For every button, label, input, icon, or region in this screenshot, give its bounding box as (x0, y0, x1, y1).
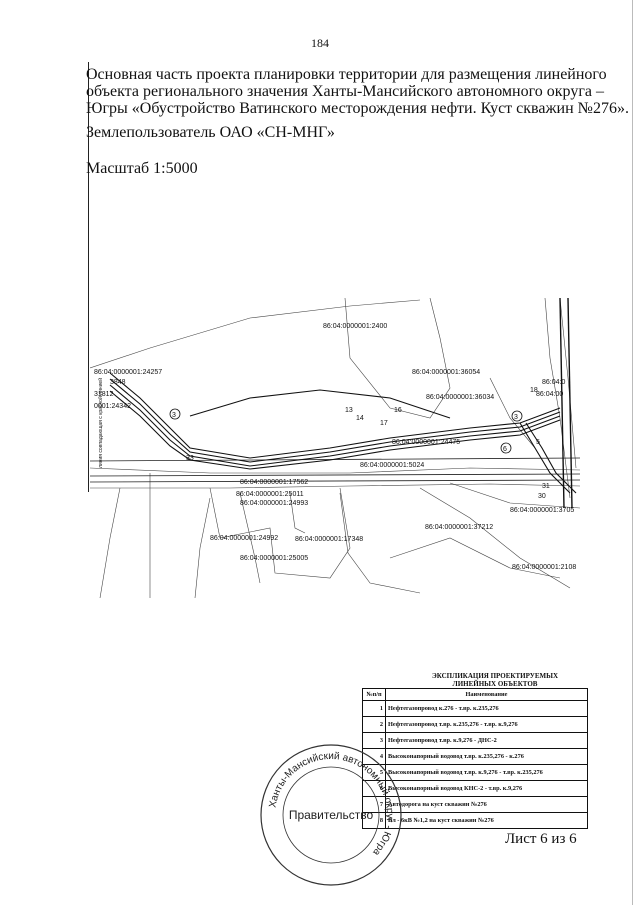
parcel-label: 86:04:0000001:2108 (512, 564, 576, 571)
parcel-label: 86:04:0000001:2400 (323, 323, 387, 330)
legend-caption-line-1: ЭКСПЛИКАЦИЯ ПРОЕКТИРУЕМЫХ (431, 672, 559, 680)
legend-row-name: Высоконапорный водовод т.вр. к.9,276 - т… (385, 764, 588, 781)
object-number: 16 (394, 407, 402, 414)
government-seal: Ханты-Мансийский автономный округ - Югра… (260, 744, 402, 886)
road-band (90, 457, 580, 483)
legend-row-name: Нефтегазопровод к.276 - т.вр. к.235,276 (385, 700, 588, 717)
object-number: 5 (536, 439, 540, 446)
legend-row-number: 2 (362, 716, 386, 733)
legend-row-name: Высоконапорный водовод т.вр. к.235,276 -… (385, 748, 588, 765)
parcel-label: 86:04:0000001:37212 (425, 524, 493, 531)
parcel-label: 86:04:0000001:17562 (240, 479, 308, 486)
object-number: 13 (345, 407, 353, 414)
parcel-label: 86:04:0000001:5024 (360, 462, 424, 469)
sheet-label: Лист 6 из 6 (505, 831, 577, 847)
legend-header-name: Наименование (385, 688, 588, 701)
parcel-label: 0001:24342 (94, 403, 131, 410)
parcel-label: 86:04:0000001:24257 (94, 369, 162, 376)
title-line-3: Югры «Обустройство Ватинского месторожде… (86, 100, 629, 117)
parcel-label: 86:04:0000001:24993 (240, 500, 308, 507)
parcel-label: 86:04:0000001:25011 (236, 491, 304, 498)
legend-row-name: Высоконапорный водовод КНС-2 - т.вр. к.9… (385, 780, 588, 797)
object-markers (169, 408, 523, 454)
parcel-label: 31812 (94, 391, 114, 398)
legend-row-number: 1 (362, 700, 386, 717)
page-number: 184 (311, 36, 329, 50)
object-number: 14 (356, 415, 364, 422)
parcel-label: 86:04:0 (542, 379, 565, 386)
parcel-label: 86:04:00 (536, 391, 563, 398)
planning-map: 86:04:0000001:2400 86:04:0000001:24257 3… (90, 298, 580, 598)
vertical-corridor (559, 298, 573, 509)
parcel-label: 86:04:0000001:36034 (426, 394, 494, 401)
parcel-label: 86:04:0000001:36054 (412, 369, 480, 376)
legend-row-name: Нефтегазопровод т.вр. к.9,276 - ДНС-2 (385, 732, 588, 749)
legend-caption-line-2: ЛИНЕЙНЫХ ОБЪЕКТОВ (452, 680, 538, 688)
land-user: Землепользователь ОАО «СН-МНГ» (86, 124, 335, 141)
object-number: 33 (186, 455, 194, 462)
parcel-label: 86:04:0000001:3705 (510, 507, 574, 514)
title-line-1: Основная часть проекта планировки террит… (86, 66, 607, 83)
parcel-label: 86:04:0000001:17348 (295, 536, 363, 543)
legend-row-name: Нефтегазопровод т.вр. к.235,276 - т.вр. … (385, 716, 588, 733)
legend-caption: ЭКСПЛИКАЦИЯ ПРОЕКТИРУЕМЫХ ЛИНЕЙНЫХ ОБЪЕК… (380, 672, 610, 688)
page-edge (632, 0, 633, 905)
parcel-label: 86:04:0000001:25005 (240, 555, 308, 562)
document-title: Основная часть проекта планировки террит… (86, 66, 629, 117)
legend-row-name: Автодорога на куст скважин №276 (385, 796, 588, 813)
parcel-label: 86:04:0000001:24475 (392, 439, 460, 446)
object-number: 17 (380, 420, 388, 427)
legend-header-number: №п/п (362, 688, 386, 701)
object-number: 31 (542, 483, 550, 490)
map-scale: Масштаб 1:5000 (86, 160, 198, 177)
object-number: 3 (172, 412, 176, 419)
parcel-boundaries (90, 298, 580, 598)
object-number: 30 (538, 493, 546, 500)
parcel-label: 3848 (110, 379, 126, 386)
legend-row-name: Вл - 6кВ №1,2 на куст скважин №276 (385, 812, 588, 829)
binding-margin-line (88, 62, 89, 492)
map-side-label: линия совпадающая с красной линией (97, 378, 104, 468)
title-line-2: объекта регионального значения Ханты-Ман… (86, 83, 604, 100)
object-number: 3 (514, 414, 518, 421)
pipeline-corridor (109, 372, 577, 494)
map-labels: 86:04:0000001:2400 86:04:0000001:24257 3… (94, 323, 576, 571)
object-number: 6 (503, 446, 507, 453)
seal-center-text: Правительство (289, 808, 374, 822)
object-number: 18 (530, 387, 538, 394)
parcel-label: 86:04:0000001:24992 (210, 535, 278, 542)
